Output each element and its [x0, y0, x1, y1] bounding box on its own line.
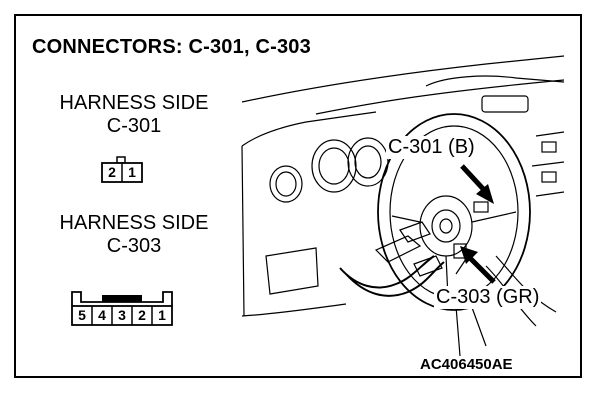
c303-pin-2: 2 — [138, 307, 146, 323]
diagram-frame: CONNECTORS: C-301, C-303 HARNESS SIDE C-… — [14, 14, 582, 378]
c301-connector-face: 2 1 — [101, 156, 143, 183]
c301-code: C-301 — [106, 115, 162, 137]
c303-connector-face: 5 4 3 2 1 — [71, 291, 173, 326]
diagram-title: CONNECTORS: C-301, C-303 — [32, 36, 311, 58]
c303-pin-5: 5 — [78, 307, 86, 323]
c303-code: C-303 — [106, 235, 162, 257]
c301-callout-label: C-301 (B) — [386, 136, 477, 159]
callout-arrows — [455, 164, 496, 284]
c303-pin-1: 1 — [158, 307, 166, 323]
c303-harness-label: HARNESS SIDE C-303 — [34, 212, 234, 258]
c303-side-label: HARNESS SIDE — [59, 212, 209, 234]
diagram-illustration: 2 1 5 4 3 2 1 — [71, 55, 565, 357]
c301-pin-2: 2 — [108, 164, 116, 180]
c301-harness-label: HARNESS SIDE C-301 — [34, 92, 234, 138]
c301-pin-1: 1 — [128, 164, 136, 180]
c303-pin-3: 3 — [118, 307, 126, 323]
c303-callout-label: C-303 (GR) — [434, 286, 542, 309]
dashboard-illustration — [241, 55, 565, 357]
c303-pin-4: 4 — [98, 307, 106, 323]
reference-code: AC406450AE — [420, 356, 513, 373]
c301-side-label: HARNESS SIDE — [59, 92, 209, 114]
